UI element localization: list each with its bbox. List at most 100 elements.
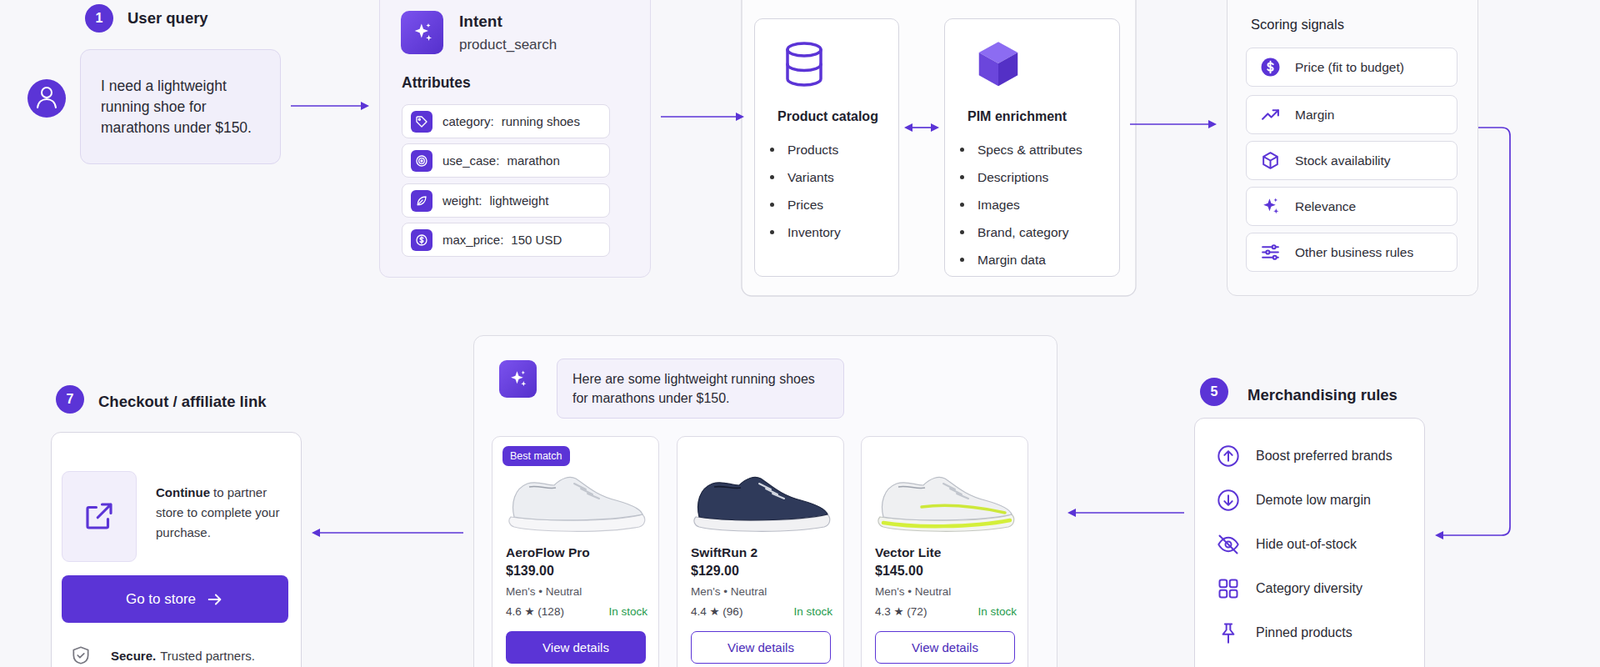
grid-icon — [1216, 576, 1240, 600]
product-card: SwiftRun 2$129.00Men's • Neutral4.4 ★ (9… — [676, 435, 845, 667]
bullet-text: Variants — [787, 170, 835, 185]
attribute-chip: weight:lightweight — [401, 183, 610, 218]
product-price: $139.00 — [505, 563, 555, 579]
step-heading: Merchandising rules — [1247, 385, 1398, 405]
rating-row: 4.6 ★ (128)In stock — [505, 602, 648, 620]
bullet-dot — [960, 202, 965, 207]
sliders-icon — [1260, 241, 1281, 263]
arrowhead — [904, 123, 913, 132]
attribute-chip: category: running shoes — [401, 104, 610, 139]
arrowhead — [735, 112, 745, 121]
query-box: I need a lightweight running shoe for ma… — [80, 49, 281, 165]
text-slot: $139.00 — [505, 561, 652, 580]
bullet-dot — [960, 175, 965, 180]
bullet-dot — [770, 230, 775, 235]
text-slot: Scoring signals — [1250, 14, 1468, 35]
trend-icon — [1260, 104, 1281, 125]
arrowhead — [1208, 120, 1217, 129]
text-slot: Attributes — [401, 73, 635, 92]
bullet-text: Products — [787, 142, 839, 158]
product-card: Best matchAeroFlow Pro$139.00Men's • Neu… — [491, 435, 660, 667]
user-avatar — [27, 79, 66, 118]
attribute-value: running shoes — [501, 114, 580, 129]
shield-icon — [70, 644, 92, 666]
signal-text: Relevance — [1295, 199, 1356, 215]
link-icon-tile — [61, 470, 137, 562]
callout-number: 1 — [95, 10, 104, 26]
bullet-text: Specs & attributes — [977, 142, 1083, 158]
signal-chip: Stock availability — [1245, 140, 1458, 180]
attribute-value: 150 USD — [510, 232, 562, 247]
chip-icon-tile — [410, 110, 433, 133]
rule-text: Hide out-of-stock — [1255, 536, 1357, 552]
chat-bubble: Here are some lightweight running shoes … — [556, 358, 845, 419]
checkout-message: Continueto partner store to complete you… — [155, 482, 294, 543]
bullet-dot — [770, 175, 775, 180]
attribute-key: category: — [442, 114, 495, 129]
rule-row: Category diversity — [1195, 565, 1426, 610]
rule-text: Demote low margin — [1255, 492, 1371, 508]
bullet-row: Prices — [770, 190, 895, 219]
bullet-dot — [770, 202, 775, 207]
signal-text: Other business rules — [1295, 245, 1414, 260]
bullet-dot — [960, 147, 965, 152]
product-name: SwiftRun 2 — [690, 545, 758, 560]
bullet-row: Descriptions — [960, 163, 1116, 191]
emphasis-text: Continue — [155, 485, 210, 500]
up-icon — [1216, 444, 1240, 468]
badge-text: Best match — [510, 450, 563, 462]
results-panel: Here are some lightweight running shoes … — [473, 335, 1058, 667]
trust-text: Trusted partners. — [160, 648, 255, 663]
text-slot: Men's • Neutral — [875, 582, 1021, 600]
shoe0-icon — [502, 466, 650, 535]
dollar-icon — [415, 233, 429, 247]
arrowhead — [930, 123, 940, 132]
product-name: AeroFlow Pro — [505, 545, 590, 560]
rule-row: Demote low margin — [1195, 477, 1426, 522]
rule-text: Boost preferred brands — [1255, 448, 1393, 464]
stock-status: In stock — [977, 605, 1017, 618]
text-slot: Checkout / affiliate link — [98, 390, 267, 413]
button-text: View details — [542, 640, 610, 655]
attribute-value: lightweight — [490, 193, 550, 208]
details-button: View details — [505, 630, 646, 664]
bullet-text: Brand, category — [977, 225, 1069, 240]
product-name: Vector Lite — [875, 545, 941, 560]
rule-row: Pinned products — [1195, 610, 1426, 655]
connector-line — [1075, 511, 1185, 514]
product-price: $145.00 — [875, 563, 924, 579]
rules-box: Boost preferred brandsDemote low marginH… — [1194, 417, 1425, 667]
step-heading: User query — [127, 9, 209, 28]
connector — [311, 528, 464, 537]
text-slot: product_search — [459, 35, 643, 55]
attribute-chip: use_case:marathon — [401, 143, 610, 178]
bullet-text: Inventory — [787, 225, 841, 240]
intent-panel: Intent product_searchAttributes category: r… — [379, 0, 651, 278]
intent-value: product_search — [459, 36, 557, 54]
product-meta: Men's • Neutral — [690, 585, 767, 598]
button-text: View details — [911, 640, 979, 655]
text-slot: AeroFlow Pro — [505, 543, 652, 562]
sparkle-icon — [507, 368, 529, 390]
cube-icon — [972, 34, 1025, 93]
intent-icon-tile — [400, 10, 444, 55]
bullet-row: Brand, category — [960, 218, 1116, 246]
callout-circle: 7 — [55, 385, 85, 414]
signal-text: Margin — [1295, 107, 1335, 123]
attribute-key: use_case: — [442, 153, 500, 168]
bullet-text: Images — [977, 197, 1020, 213]
pin-icon — [1216, 620, 1240, 645]
intent-title: Intent — [459, 12, 503, 31]
connector — [1067, 508, 1185, 517]
signal-text: Stock availability — [1295, 153, 1391, 169]
tag-icon — [415, 115, 429, 129]
stock-status: In stock — [793, 605, 833, 618]
leaf-icon — [415, 194, 429, 208]
product-price: $129.00 — [690, 563, 740, 579]
details-button: View details — [690, 630, 831, 664]
assistant-icon-tile — [499, 360, 537, 398]
connector-line — [1130, 123, 1209, 125]
rating-row: 4.3 ★ (72)In stock — [875, 602, 1017, 620]
shoe1-icon — [687, 466, 835, 535]
text-slot: Men's • Neutral — [690, 582, 837, 600]
